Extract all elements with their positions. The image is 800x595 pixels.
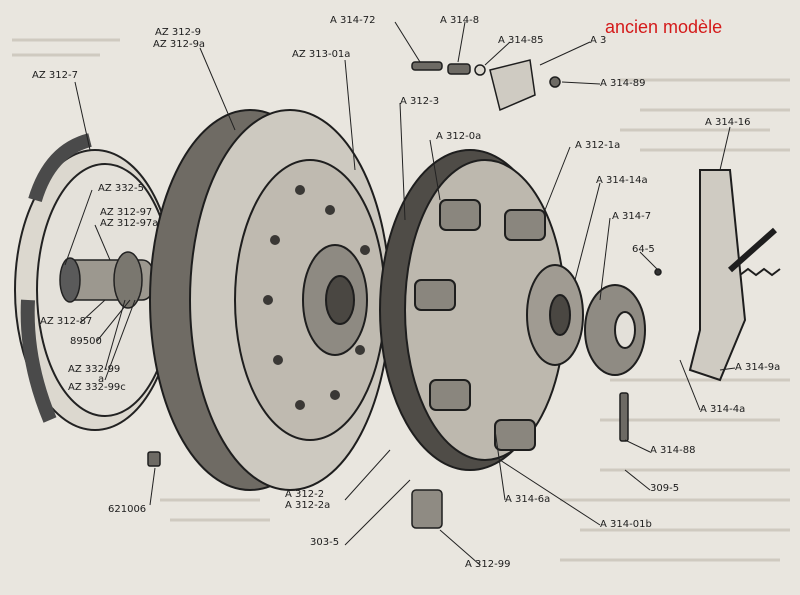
background-page-texture bbox=[12, 38, 790, 562]
part-label-az3325: AZ 332-5 bbox=[98, 183, 144, 194]
part-label-n3095: 309-5 bbox=[650, 483, 680, 494]
part-label-a31299: A 312-99 bbox=[465, 559, 511, 570]
part-label-a3120a: A 312-0a bbox=[436, 131, 482, 142]
part-label-a31414a: A 314-14a bbox=[596, 175, 648, 186]
leader-lines bbox=[64, 21, 736, 566]
part-label-a: a bbox=[98, 374, 105, 385]
caption-label: ancien modèle bbox=[605, 17, 723, 37]
clutch-pressure-plate bbox=[379, 149, 584, 471]
part-label-a3123: A 312-3 bbox=[400, 96, 440, 107]
part-label-a3148: A 314-8 bbox=[440, 15, 480, 26]
flywheel bbox=[149, 109, 391, 491]
part-label-a31472: A 314-72 bbox=[330, 15, 376, 26]
part-label-a3122a: A 312-2a bbox=[285, 500, 331, 511]
part-label-az33299c: AZ 332-99c bbox=[68, 382, 126, 393]
top-small-parts bbox=[411, 59, 561, 112]
part-label-n89500: 89500 bbox=[70, 336, 102, 347]
part-label-n3035: 303-5 bbox=[310, 537, 340, 548]
release-bearing bbox=[584, 284, 646, 376]
part-label-a3149a: A 314-9a bbox=[735, 362, 781, 373]
bottom-small-parts bbox=[147, 268, 662, 529]
part-label-n645: 64-5 bbox=[632, 244, 655, 255]
part-label-az31287: AZ 312-87 bbox=[40, 316, 93, 327]
part-label-az33299: AZ 332-99 bbox=[68, 364, 121, 375]
part-label-a3121a: A 312-1a bbox=[575, 140, 621, 151]
part-label-az3129: AZ 312-9 bbox=[155, 27, 201, 38]
part-label-a3147: A 314-7 bbox=[612, 211, 652, 222]
part-label-n621006: 621006 bbox=[108, 504, 147, 515]
part-label-a3146a: A 314-6a bbox=[505, 494, 551, 505]
part-label-az31297: AZ 312-97 bbox=[100, 207, 153, 218]
part-label-az3129a: AZ 312-9a bbox=[153, 39, 206, 50]
part-label-a31416: A 314-16 bbox=[705, 117, 751, 128]
part-label-a3122: A 312-2 bbox=[285, 489, 325, 500]
part-label-a31489: A 314-89 bbox=[600, 78, 646, 89]
part-label-a31488: A 314-88 bbox=[650, 445, 696, 456]
release-fork bbox=[688, 169, 781, 382]
part-label-az3127: AZ 312-7 bbox=[32, 70, 78, 81]
part-label-a3: A 3 bbox=[590, 35, 607, 46]
part-label-a31401b: A 314-01b bbox=[600, 519, 652, 530]
part-label-a3144a: A 314-4a bbox=[700, 404, 746, 415]
shaft-parts bbox=[59, 251, 153, 309]
part-label-az31301a: AZ 313-01a bbox=[292, 49, 351, 60]
part-label-az31297a: AZ 312-97a bbox=[100, 218, 159, 229]
part-label-a31485: A 314-85 bbox=[498, 35, 544, 46]
